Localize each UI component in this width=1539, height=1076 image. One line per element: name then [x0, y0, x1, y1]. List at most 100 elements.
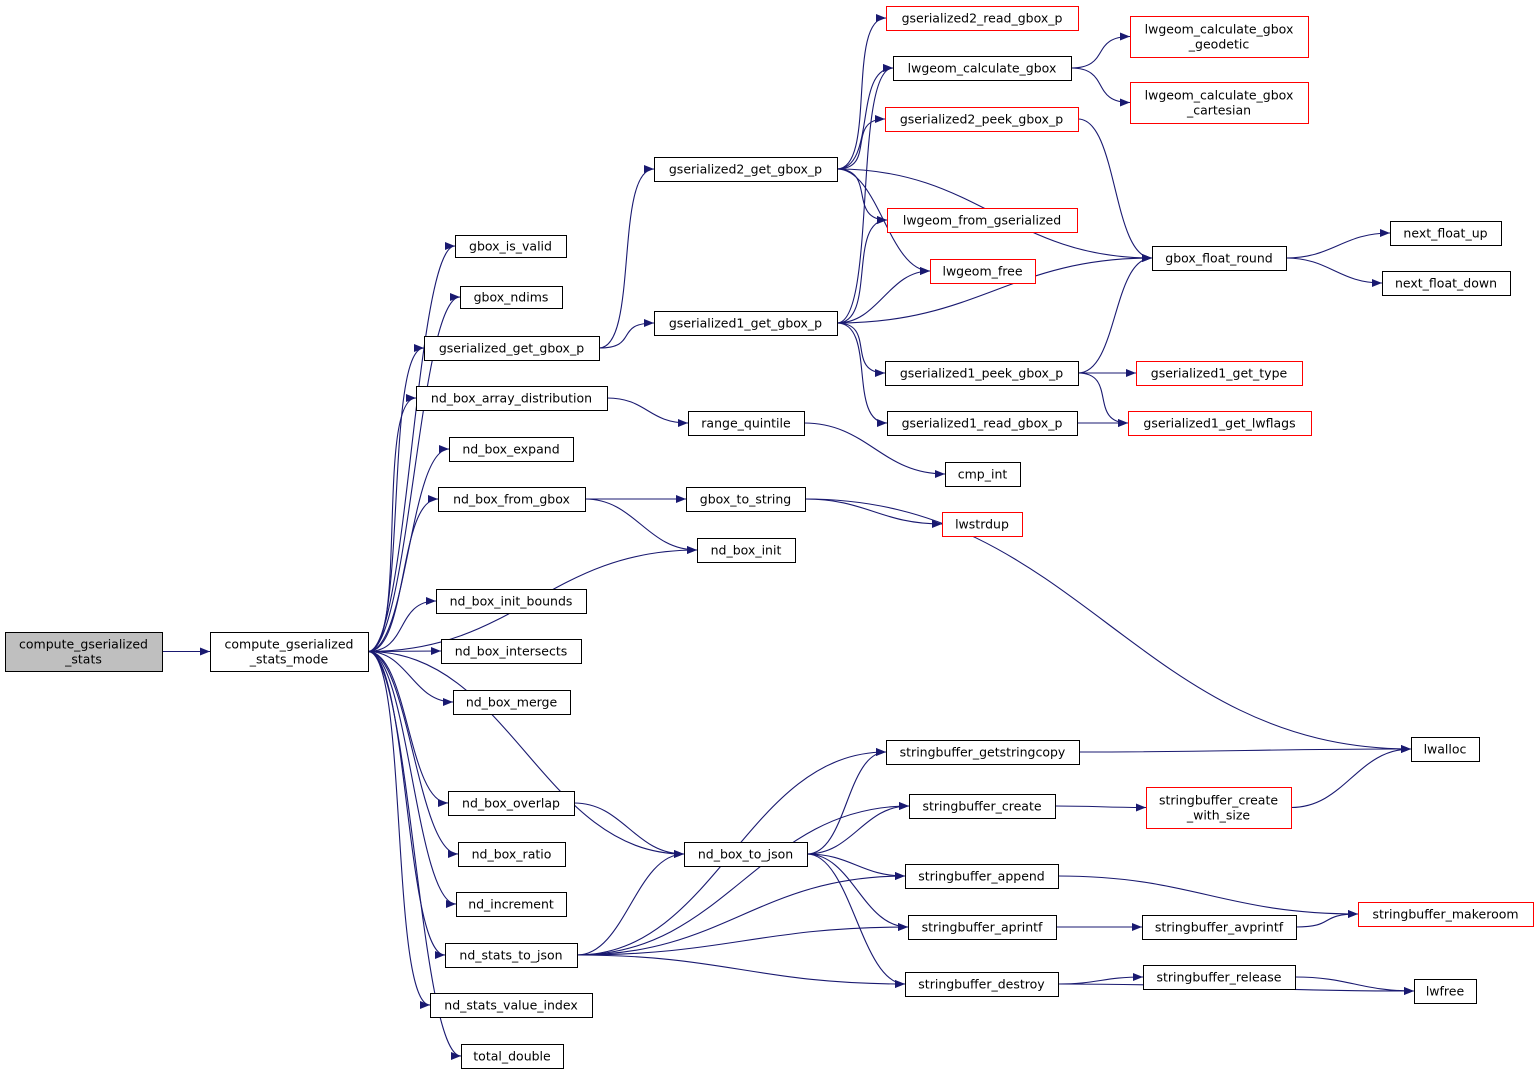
node-nd_box_overlap[interactable]: nd_box_overlap — [448, 791, 575, 816]
node-nd_box_from_gbox[interactable]: nd_box_from_gbox — [438, 487, 586, 512]
node-gserialized1_get_gbox_p[interactable]: gserialized1_get_gbox_p — [654, 311, 838, 336]
node-nd_stats_value_index[interactable]: nd_stats_value_index — [430, 993, 593, 1018]
node-nd_box_merge[interactable]: nd_box_merge — [453, 690, 571, 715]
node-label: nd_box_overlap — [462, 796, 560, 811]
node-box — [1143, 965, 1296, 990]
node-label: nd_box_intersects — [455, 644, 568, 659]
node-box — [1136, 361, 1303, 386]
node-stringbuffer_release[interactable]: stringbuffer_release — [1143, 965, 1296, 990]
node-lwgeom_free[interactable]: lwgeom_free — [930, 259, 1036, 284]
node-label: stringbuffer_append — [918, 869, 1045, 884]
node-gserialized2_peek_gbox_p[interactable]: gserialized2_peek_gbox_p — [885, 107, 1079, 132]
node-gserialized1_read_gbox_p[interactable]: gserialized1_read_gbox_p — [887, 411, 1078, 436]
node-stringbuffer_avprintf[interactable]: stringbuffer_avprintf — [1142, 915, 1297, 940]
node-nd_box_intersects[interactable]: nd_box_intersects — [441, 639, 582, 664]
node-gserialized2_read_gbox_p[interactable]: gserialized2_read_gbox_p — [886, 6, 1079, 31]
node-nd_box_init_bounds[interactable]: nd_box_init_bounds — [436, 589, 587, 614]
node-label: nd_stats_to_json — [459, 948, 562, 963]
node-label: gbox_to_string — [700, 492, 791, 507]
node-lwstrdup[interactable]: lwstrdup — [942, 512, 1023, 537]
node-nd_stats_to_json[interactable]: nd_stats_to_json — [445, 943, 578, 968]
node-range_quintile[interactable]: range_quintile — [688, 411, 805, 436]
node-label: gserialized2_peek_gbox_p — [900, 112, 1063, 127]
node-label: gserialized2_read_gbox_p — [902, 11, 1063, 26]
node-nd_box_to_json[interactable]: nd_box_to_json — [684, 842, 808, 867]
node-next_float_up[interactable]: next_float_up — [1390, 221, 1502, 246]
node-box — [1358, 902, 1534, 927]
node-gbox_ndims[interactable]: gbox_ndims — [460, 286, 563, 309]
node-stringbuffer_destroy[interactable]: stringbuffer_destroy — [905, 972, 1059, 997]
edge-nd_stats_to_json-to-stringbuffer_create — [576, 802, 910, 956]
node-gbox_to_string[interactable]: gbox_to_string — [686, 487, 806, 512]
node-stringbuffer_makeroom[interactable]: stringbuffer_makeroom — [1358, 902, 1534, 927]
node-nd_box_init[interactable]: nd_box_init — [697, 538, 796, 563]
node-lwgeom_from_gserialized[interactable]: lwgeom_from_gserialized — [887, 208, 1078, 233]
node-box — [1130, 16, 1309, 58]
node-stringbuffer_getstringcopy[interactable]: stringbuffer_getstringcopy — [886, 740, 1080, 765]
edge-gbox_to_string-to-lwstrdup — [804, 498, 943, 528]
edge-nd_box_from_gbox-to-nd_box_init — [584, 498, 698, 554]
call-edges — [161, 14, 1415, 1060]
node-gserialized1_peek_gbox_p[interactable]: gserialized1_peek_gbox_p — [885, 361, 1079, 386]
node-gserialized2_get_gbox_p[interactable]: gserialized2_get_gbox_p — [654, 157, 838, 182]
node-lwalloc[interactable]: lwalloc — [1411, 737, 1480, 762]
edge-gserialized1_peek_gbox_p-to-gserialized1_get_lwflags — [1077, 372, 1129, 427]
edge-compute_gserialized_stats_mode-to-nd_box_ratio — [367, 650, 459, 858]
node-label: lwgeom_calculate_gbox — [1145, 22, 1294, 37]
node-label: gserialized1_peek_gbox_p — [900, 366, 1063, 381]
node-lwfree[interactable]: lwfree — [1414, 979, 1477, 1004]
node-nd_increment[interactable]: nd_increment — [456, 892, 567, 917]
node-nd_box_expand[interactable]: nd_box_expand — [449, 437, 574, 462]
node-label: stringbuffer_destroy — [918, 977, 1045, 992]
node-stringbuffer_aprintf[interactable]: stringbuffer_aprintf — [908, 915, 1057, 940]
edge-compute_gserialized_stats_mode-to-nd_box_init_bounds — [367, 597, 437, 653]
node-box — [448, 791, 575, 816]
node-total_double[interactable]: total_double — [461, 1044, 564, 1069]
node-gserialized1_get_lwflags[interactable]: gserialized1_get_lwflags — [1128, 411, 1312, 436]
node-label: nd_box_init — [711, 543, 782, 558]
node-box — [441, 639, 582, 664]
node-lwgeom_calculate_gbox_geodetic[interactable]: lwgeom_calculate_gbox_geodetic — [1130, 16, 1309, 58]
node-stringbuffer_append[interactable]: stringbuffer_append — [905, 864, 1059, 889]
node-label: compute_gserialized — [19, 637, 148, 652]
edge-gserialized1_get_gbox_p-to-gbox_float_round — [836, 254, 1153, 324]
edge-nd_stats_to_json-to-stringbuffer_aprintf — [576, 923, 909, 956]
node-lwgeom_calculate_gbox[interactable]: lwgeom_calculate_gbox — [893, 56, 1072, 81]
node-label: lwstrdup — [955, 517, 1009, 532]
node-lwgeom_calculate_gbox_cartesian[interactable]: lwgeom_calculate_gbox_cartesian — [1130, 82, 1309, 124]
edge-compute_gserialized_stats_mode-to-nd_box_to_json — [367, 650, 685, 858]
node-stringbuffer_create[interactable]: stringbuffer_create — [909, 794, 1056, 819]
node-gbox_is_valid[interactable]: gbox_is_valid — [455, 235, 567, 258]
node-label: lwgeom_calculate_gbox — [908, 61, 1057, 76]
edge-gserialized1_get_gbox_p-to-lwgeom_calculate_gbox — [836, 64, 894, 324]
node-gbox_float_round[interactable]: gbox_float_round — [1152, 246, 1287, 271]
node-box — [461, 1044, 564, 1069]
node-label: _stats — [64, 652, 102, 667]
node-label: gserialized_get_gbox_p — [439, 341, 584, 356]
node-nd_box_array_distribution[interactable]: nd_box_array_distribution — [416, 386, 608, 411]
node-label: lwgeom_calculate_gbox — [1145, 88, 1294, 103]
node-box — [1142, 915, 1297, 940]
node-compute_gserialized_stats[interactable]: compute_gserialized_stats — [5, 632, 163, 672]
node-box — [887, 411, 1078, 436]
node-cmp_int[interactable]: cmp_int — [945, 462, 1021, 487]
node-box — [886, 6, 1079, 31]
node-label: nd_box_array_distribution — [431, 391, 592, 406]
edge-gserialized2_get_gbox_p-to-gserialized2_read_gbox_p — [836, 14, 887, 170]
node-box — [1390, 221, 1502, 246]
node-box — [1128, 411, 1312, 436]
node-label: gserialized1_get_lwflags — [1143, 416, 1295, 431]
node-next_float_down[interactable]: next_float_down — [1382, 271, 1511, 296]
node-stringbuffer_create_with_size[interactable]: stringbuffer_create_with_size — [1146, 787, 1292, 829]
edge-compute_gserialized_stats_mode-to-total_double — [367, 650, 462, 1060]
node-label: stringbuffer_create — [922, 799, 1041, 814]
node-label: nd_box_init_bounds — [450, 594, 573, 609]
node-nd_box_ratio[interactable]: nd_box_ratio — [458, 842, 566, 867]
node-gserialized1_get_type[interactable]: gserialized1_get_type — [1136, 361, 1303, 386]
node-gserialized_get_gbox_p[interactable]: gserialized_get_gbox_p — [424, 336, 600, 361]
node-compute_gserialized_stats_mode[interactable]: compute_gserialized_stats_mode — [210, 632, 369, 672]
node-box — [453, 690, 571, 715]
node-box — [886, 740, 1080, 765]
edge-nd_box_overlap-to-nd_box_to_json — [573, 802, 685, 858]
node-label: lwgeom_from_gserialized — [903, 213, 1061, 228]
